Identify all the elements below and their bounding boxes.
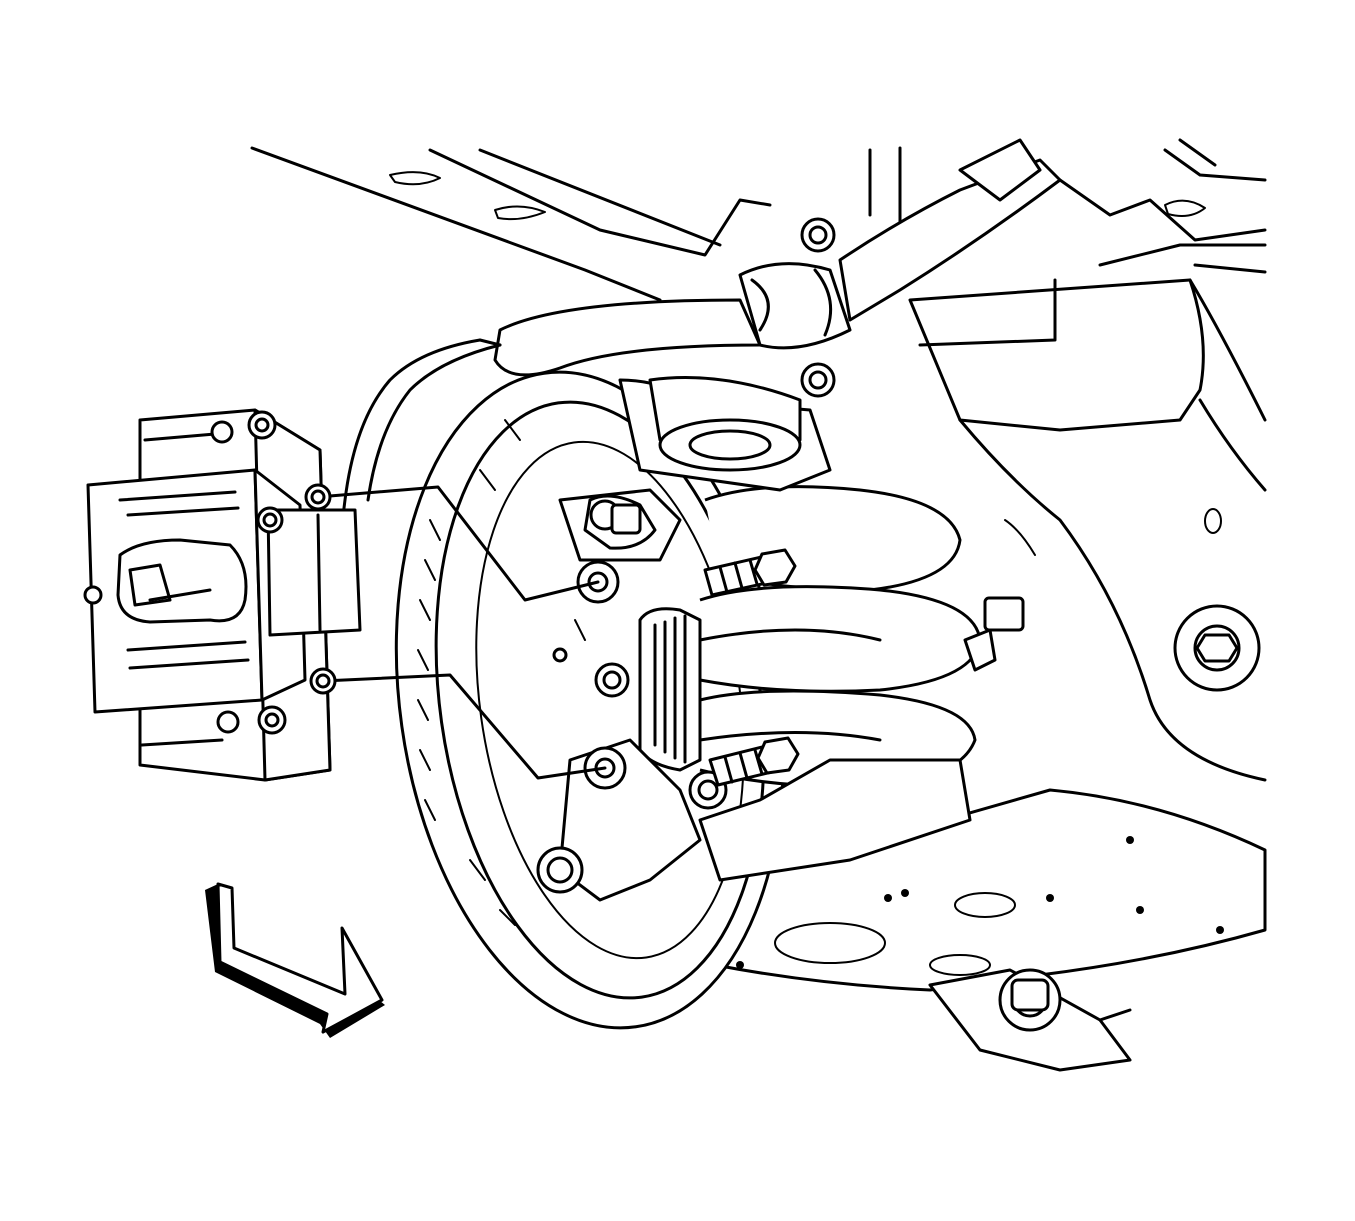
stabilizer-bar — [493, 138, 1062, 377]
brake-hose — [338, 338, 502, 542]
subframe-lower — [698, 788, 1267, 1072]
direction-arrow-icon — [205, 882, 385, 1038]
lower-control-arm — [908, 278, 1267, 782]
stabilizer-link-bolt — [800, 217, 836, 398]
caliper-mount-bushing — [576, 494, 657, 790]
brake-caliper — [83, 408, 362, 782]
leader-lines — [316, 485, 607, 780]
coil-spring — [698, 485, 982, 788]
subframe — [250, 138, 1267, 302]
caliper-bracket-bolt — [703, 548, 800, 787]
